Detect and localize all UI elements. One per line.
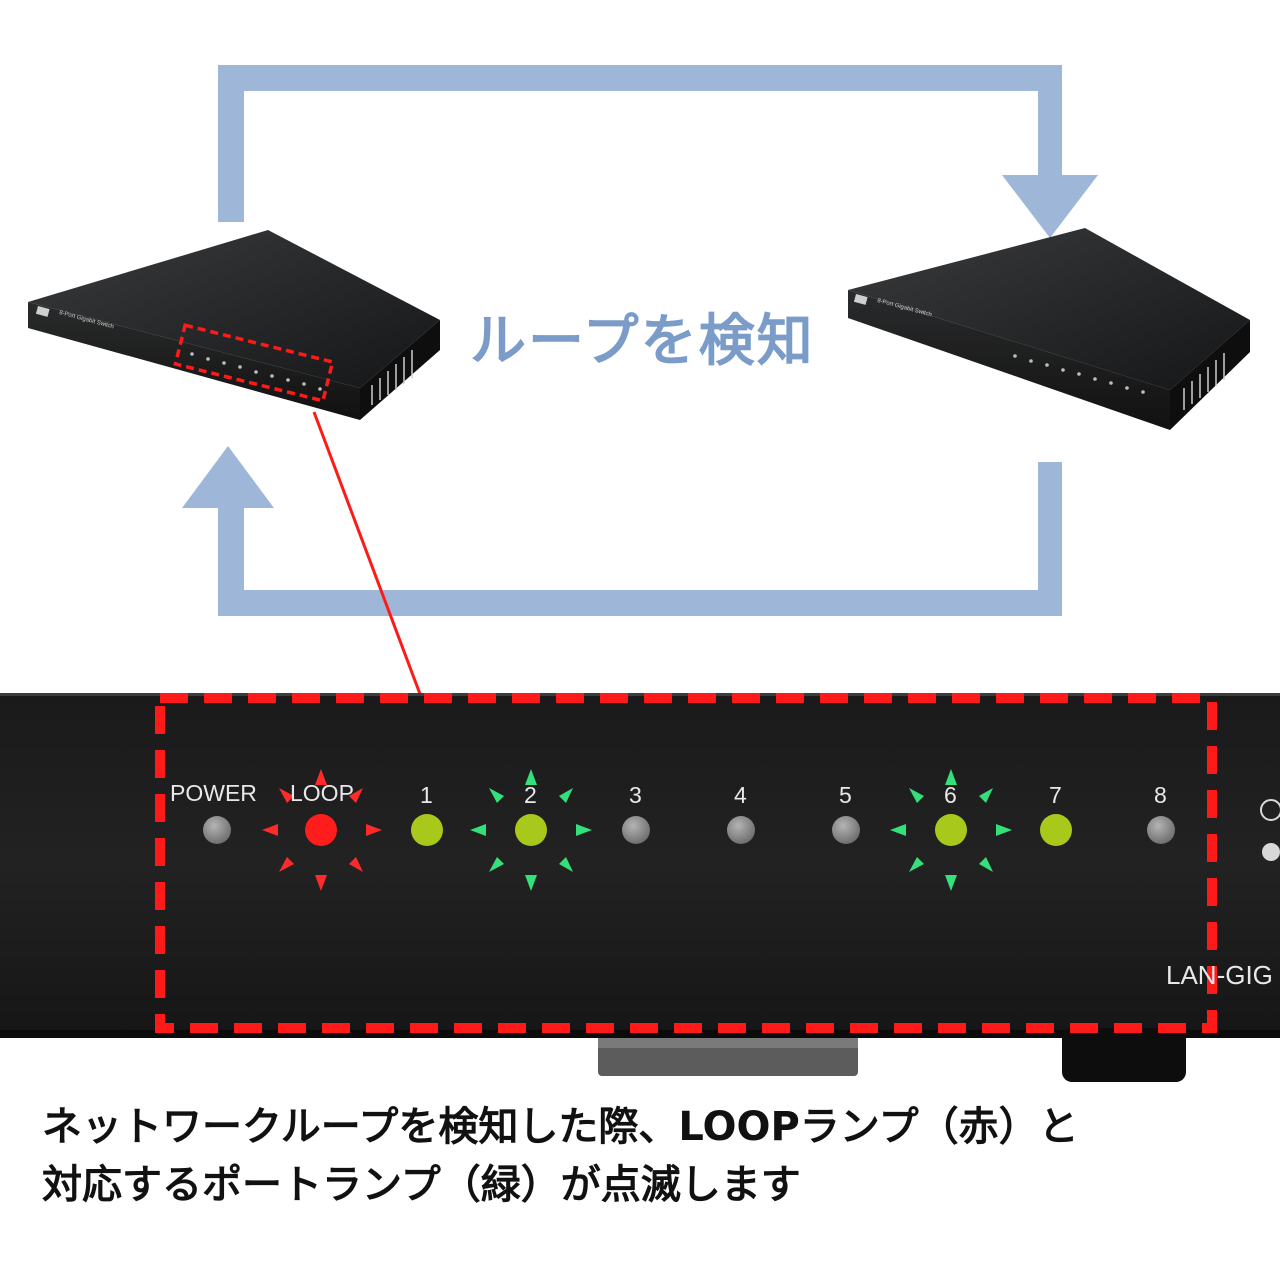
model-label: LAN-GIG bbox=[1166, 960, 1273, 990]
led-port-5 bbox=[832, 816, 860, 844]
panel-highlight-box bbox=[155, 693, 1217, 1033]
right-switch bbox=[848, 228, 1250, 430]
led-power bbox=[203, 816, 231, 844]
left-switch-highlight bbox=[173, 323, 335, 403]
right-edge-indicator bbox=[1262, 843, 1280, 861]
arrow-top-path bbox=[218, 65, 1062, 222]
foot-right bbox=[1062, 1028, 1186, 1082]
caption-line-2: 対応するポートランプ（緑）が点滅します bbox=[42, 1162, 801, 1208]
label-port-1: 1 bbox=[420, 782, 433, 808]
led-port-3 bbox=[622, 816, 650, 844]
label-port-4: 4 bbox=[734, 782, 747, 808]
label-port-2: 2 bbox=[524, 782, 537, 808]
led-port-2 bbox=[515, 814, 547, 846]
port6-burst bbox=[890, 769, 1012, 891]
loop-detect-title: ループを検知 bbox=[470, 309, 815, 374]
left-switch bbox=[28, 230, 440, 420]
led-loop bbox=[305, 814, 337, 846]
label-loop: LOOP bbox=[290, 780, 354, 806]
led-port-1 bbox=[411, 814, 443, 846]
led-port-8 bbox=[1147, 816, 1175, 844]
label-port-6: 6 bbox=[944, 782, 957, 808]
led-port-6 bbox=[935, 814, 967, 846]
panel-closeup bbox=[0, 693, 1280, 1082]
caption: ネットワークループを検知した際、LOOPランプ（赤）と 対応するポートランプ（緑… bbox=[42, 1098, 1242, 1214]
loop-burst bbox=[262, 769, 382, 891]
caption-line-1: ネットワークループを検知した際、LOOPランプ（赤）と bbox=[42, 1104, 1079, 1150]
label-power: POWER bbox=[170, 780, 257, 806]
led-port-4 bbox=[727, 816, 755, 844]
arrow-bottom-path bbox=[218, 462, 1062, 616]
label-port-3: 3 bbox=[629, 782, 642, 808]
callout-line bbox=[312, 411, 422, 695]
led-port-7 bbox=[1040, 814, 1072, 846]
arrow-up-icon bbox=[182, 446, 274, 508]
label-port-8: 8 bbox=[1154, 782, 1167, 808]
label-port-7: 7 bbox=[1049, 782, 1062, 808]
port2-burst bbox=[470, 769, 592, 891]
label-port-5: 5 bbox=[839, 782, 852, 808]
arrow-down-icon bbox=[1002, 175, 1098, 238]
loop-arrows bbox=[182, 65, 1098, 616]
